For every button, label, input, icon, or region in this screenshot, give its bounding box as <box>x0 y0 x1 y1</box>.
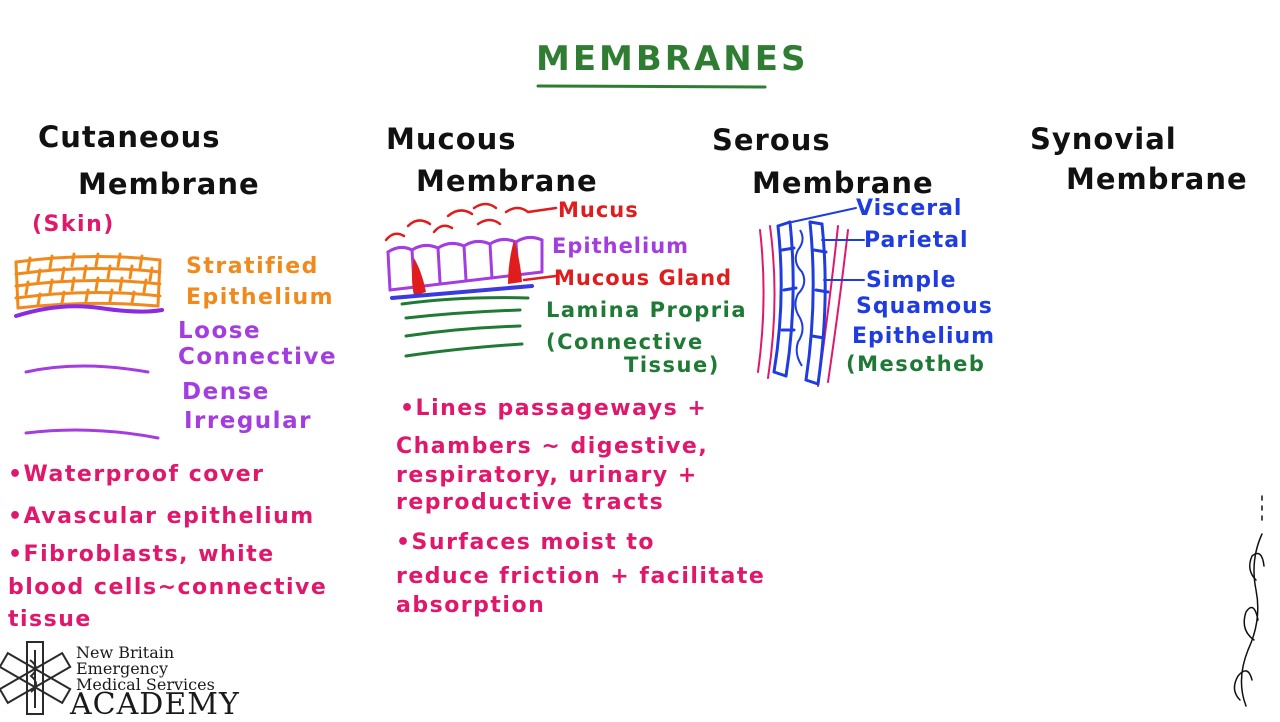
artist-signature <box>0 0 1280 720</box>
